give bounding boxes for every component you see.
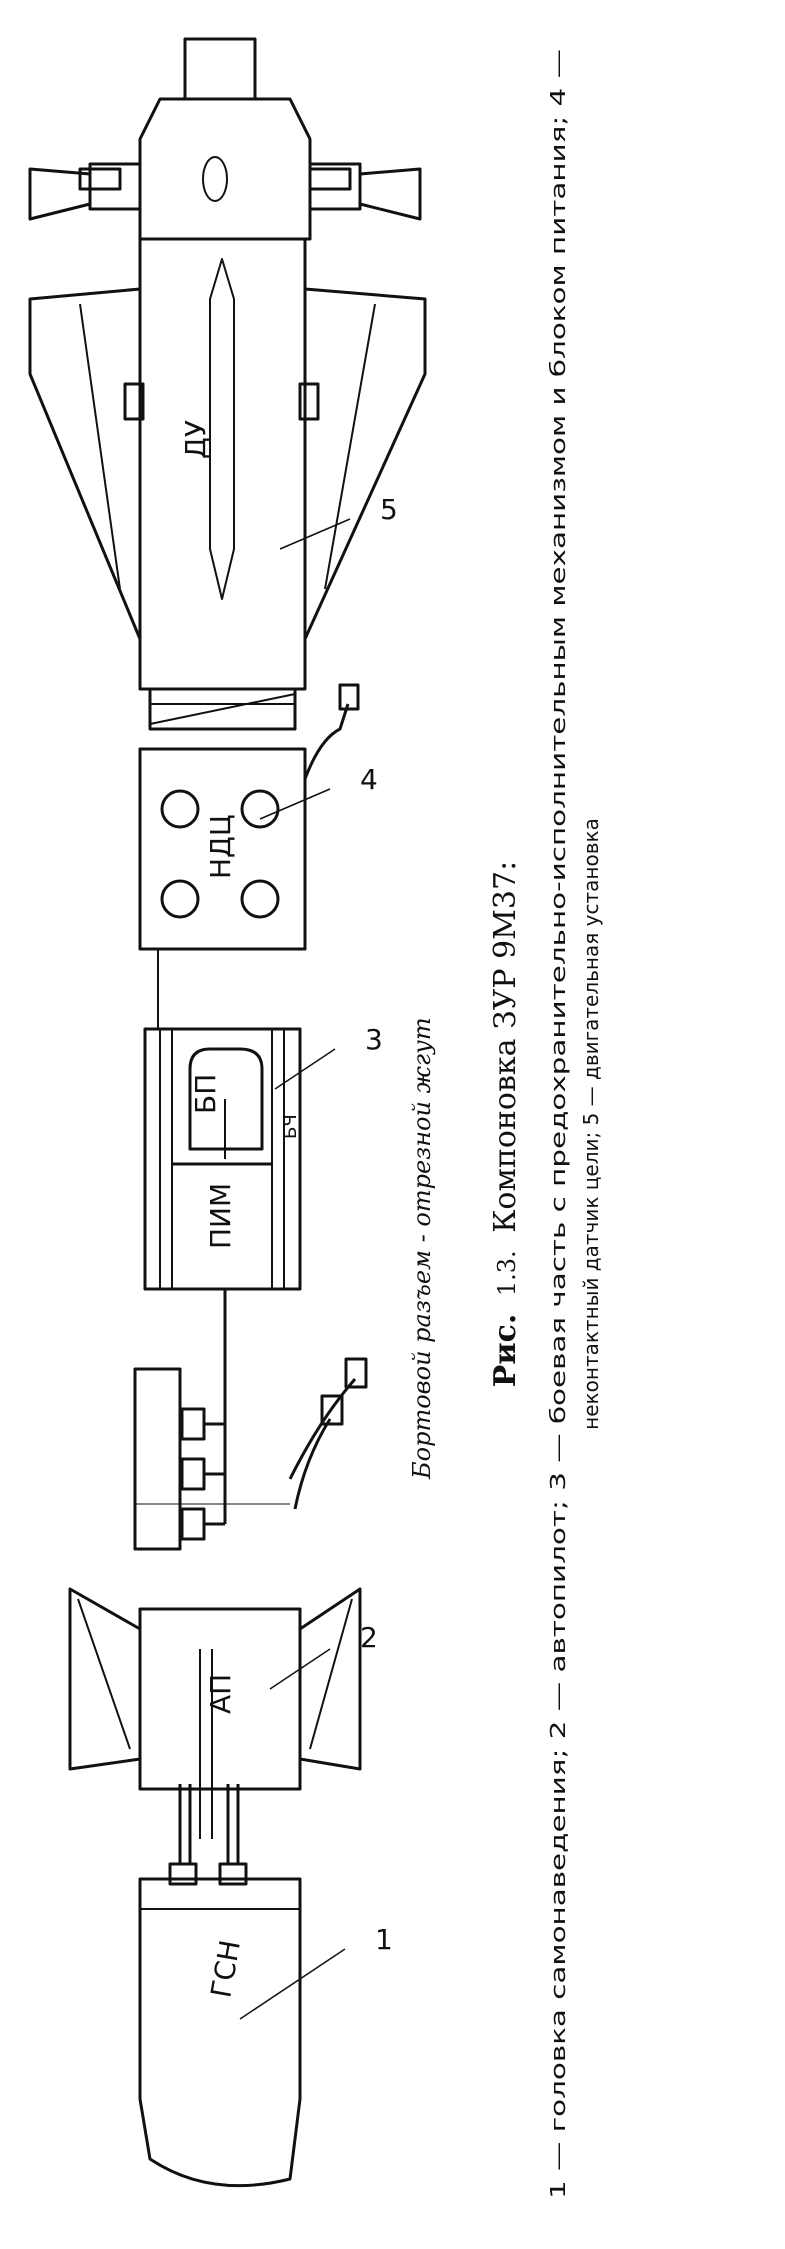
nozzle-section <box>28 37 422 241</box>
caption-legend-line2: неконтактный датчик цели; 5 — двигательн… <box>579 818 603 1430</box>
seeker-label: ГСН <box>204 1938 247 2001</box>
callout-1: 1 <box>375 1923 393 1956</box>
callout-5: 5 <box>380 493 398 526</box>
callout-3: 3 <box>365 1023 383 1056</box>
figure-caption: Рис. 1.3. Компоновка ЗУР 9М37: 1 — голов… <box>488 49 603 2199</box>
seeker-section <box>138 1784 302 2188</box>
caption-prefix: Рис. <box>488 1314 523 1388</box>
callout-4: 4 <box>360 763 378 796</box>
safety-mechanism-label: ПИМ <box>204 1183 237 1249</box>
coupling-ring <box>148 687 297 731</box>
harness-label: Бортовой разъем - отрезной жгут <box>408 1017 436 1480</box>
target-sensor-section <box>138 683 360 1029</box>
propulsion-section <box>28 237 427 691</box>
caption-number: 1.3. <box>493 1250 521 1296</box>
harness-cable <box>135 1357 368 1510</box>
autopilot-section <box>68 1587 362 1839</box>
engine-label: ДУ <box>179 420 212 459</box>
connector-block <box>133 1289 227 1551</box>
caption-title: Компоновка ЗУР 9М37: <box>488 861 523 1233</box>
callout-2: 2 <box>360 1621 378 1654</box>
autopilot-label: АП <box>204 1674 237 1714</box>
missile-drawing: ГСН АП ПИМ БП БЧ НДЦ ДУ 1 2 3 4 5 Бортов… <box>28 37 603 2199</box>
warhead-section <box>143 1027 302 1291</box>
svg-text:Рис. 1.3. Комп: Рис. 1.3. Компоновка ЗУР 9М37: <box>488 861 523 1387</box>
power-block-label: БП <box>189 1074 222 1114</box>
warhead-label: БЧ <box>280 1114 301 1139</box>
target-sensor-label: НДЦ <box>204 814 237 879</box>
callout-leaders <box>239 518 351 2020</box>
caption-legend-line1: 1 — головка самонаведения; 2 — автопилот… <box>546 49 570 2199</box>
